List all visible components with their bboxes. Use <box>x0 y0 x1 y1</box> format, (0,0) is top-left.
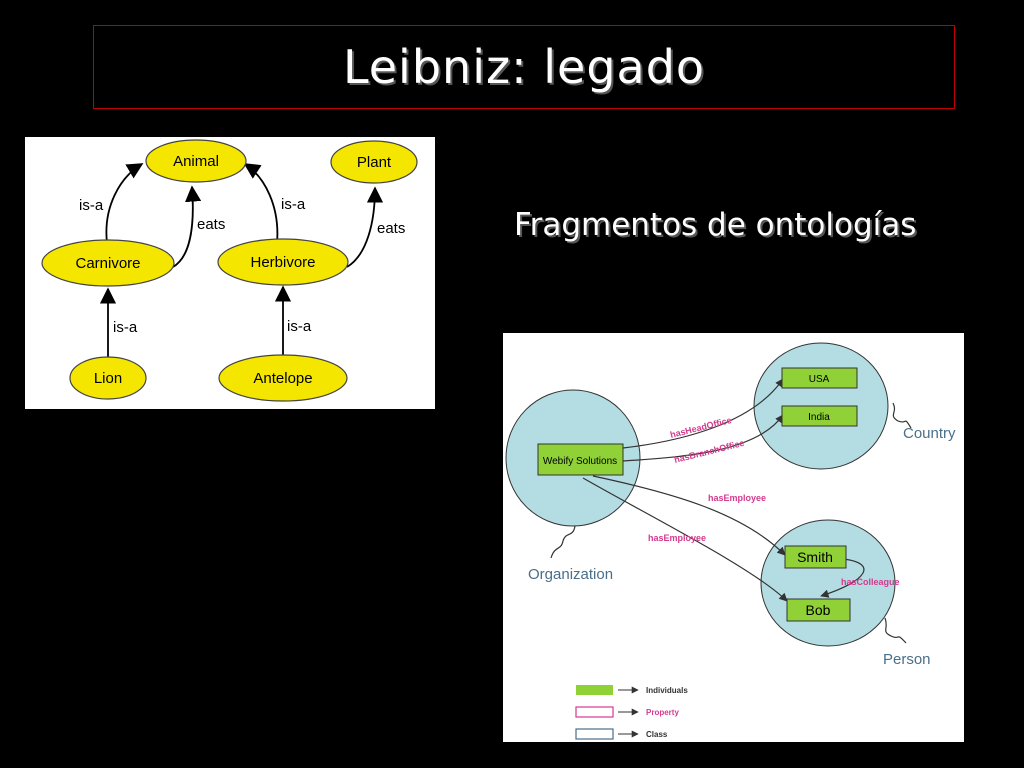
edge-herbivore-isa-animal <box>243 163 279 244</box>
organization-ontology-diagram: hasHeadOffice hasBranchOffice hasEmploye… <box>505 342 956 740</box>
class-person-label: Person <box>883 651 931 668</box>
slide-title: Leibniz: legado <box>342 40 706 94</box>
class-country-label: Country <box>903 425 956 442</box>
individual-india-label: India <box>808 412 830 423</box>
slide-subtitle: Fragmentos de ontologías <box>514 207 917 243</box>
node-lion: Lion <box>69 356 147 400</box>
node-antelope: Antelope <box>218 354 348 402</box>
individual-bob-label: Bob <box>806 602 831 618</box>
edge-has-employee-smith <box>592 475 786 556</box>
label-herbivore-isa: is-a <box>281 196 306 213</box>
organization-ontology-panel: hasHeadOffice hasBranchOffice hasEmploye… <box>503 333 964 742</box>
node-antelope-label: Antelope <box>253 370 312 387</box>
label-herbivore-eats: eats <box>377 220 405 237</box>
individual-smith: Smith <box>784 545 847 569</box>
node-animal-label: Animal <box>173 153 219 170</box>
label-carnivore-isa: is-a <box>79 197 104 214</box>
node-plant: Plant <box>330 140 418 184</box>
individual-usa-label: USA <box>809 374 830 385</box>
node-carnivore-label: Carnivore <box>75 255 140 272</box>
edge-carnivore-eats-animal <box>172 185 202 268</box>
node-plant-label: Plant <box>357 154 392 171</box>
animal-ontology-panel: is-a eats is-a eats is-a is-a Animal Pla… <box>25 137 435 409</box>
label-carnivore-eats: eats <box>197 216 225 233</box>
edge-has-head-office <box>622 378 784 449</box>
individual-usa: USA <box>781 367 858 389</box>
legend-individuals-swatch <box>576 685 613 695</box>
label-antelope-isa: is-a <box>287 318 312 335</box>
legend-property-label: Property <box>646 708 679 717</box>
individual-smith-label: Smith <box>797 549 833 565</box>
edge-has-colleague <box>820 558 865 598</box>
class-organization-label: Organization <box>528 566 613 583</box>
node-herbivore-label: Herbivore <box>250 254 315 271</box>
squiggle-organization <box>550 525 576 559</box>
legend-class-label: Class <box>646 730 668 739</box>
title-box: Leibniz: legado <box>93 25 955 109</box>
prop-has-employee-bob: hasEmployee <box>648 533 706 543</box>
squiggle-person <box>884 617 907 644</box>
legend-individuals-label: Individuals <box>646 686 688 695</box>
prop-has-employee-smith: hasEmployee <box>708 493 766 503</box>
legend-property-swatch <box>575 706 614 718</box>
individual-webify-label: Webify Solutions <box>543 456 617 467</box>
node-animal: Animal <box>145 139 247 183</box>
edge-herbivore-eats-plant <box>346 186 384 268</box>
edge-has-employee-bob <box>582 477 788 602</box>
legend: Individuals Property Class <box>575 685 688 740</box>
edge-carnivore-isa-animal <box>105 163 144 244</box>
prop-has-branch-office: hasBranchOffice <box>673 438 745 465</box>
legend-class-swatch <box>575 728 614 740</box>
edge-has-branch-office <box>622 414 784 462</box>
individual-webify: Webify Solutions <box>537 443 624 476</box>
animal-ontology-diagram: is-a eats is-a eats is-a is-a Animal Pla… <box>41 139 418 402</box>
label-lion-isa: is-a <box>113 319 138 336</box>
node-lion-label: Lion <box>94 370 122 387</box>
prop-has-colleague: hasColleague <box>841 577 900 587</box>
node-herbivore: Herbivore <box>217 238 349 286</box>
squiggle-country <box>892 402 912 429</box>
individual-india: India <box>781 405 858 427</box>
prop-has-head-office: hasHeadOffice <box>669 415 733 440</box>
individual-bob: Bob <box>786 598 851 622</box>
node-carnivore: Carnivore <box>41 239 175 287</box>
